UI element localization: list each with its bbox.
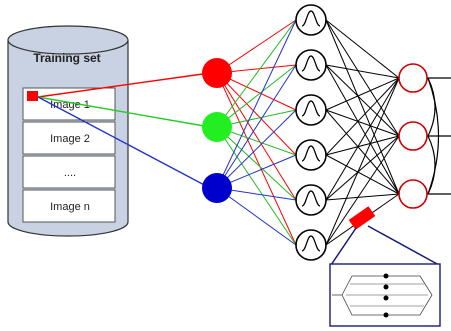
connection-hidden3-output3 <box>325 109 400 195</box>
image-list: Image 1 Image 2 .... Image n <box>22 87 116 223</box>
connection-hidden3-output2 <box>325 109 400 137</box>
connection-input2-hidden6 <box>216 126 297 246</box>
output-layer <box>398 63 428 209</box>
hidden-node-circle <box>295 229 327 261</box>
output-node-3 <box>398 179 428 209</box>
inset-dot-2 <box>383 284 389 290</box>
cylinder-top <box>7 25 129 55</box>
connection-hidden4-output3 <box>325 154 400 195</box>
hidden-node-3 <box>295 94 327 126</box>
connection-input1-hidden1 <box>216 19 297 74</box>
image-label-3: .... <box>64 167 76 179</box>
connection-hidden1-output1 <box>325 19 400 79</box>
selected-patch-marker <box>27 91 38 101</box>
output-node-1 <box>398 63 428 93</box>
output-arcs <box>427 77 440 195</box>
inset-detail <box>329 263 441 327</box>
inset-dot-1 <box>383 273 389 279</box>
image-label-2: Image 2 <box>50 133 90 145</box>
image-label-4: Image n <box>50 201 90 213</box>
output-node-2 <box>398 121 428 151</box>
connection-hidden2-output3 <box>325 64 400 195</box>
connection-hidden4-output1 <box>325 77 400 156</box>
output-arc-outer <box>427 77 440 195</box>
connection-hidden2-output2 <box>325 64 400 137</box>
gaussian-curve-icon <box>301 55 321 72</box>
input-layer <box>202 58 232 203</box>
connection-hidden6-output1 <box>325 77 400 246</box>
zoom-line-right <box>367 225 440 266</box>
connection-input2-hidden1 <box>216 19 297 128</box>
connection-hidden2-output1 <box>325 64 400 79</box>
connection-hidden3-output1 <box>325 77 400 111</box>
connection-input2-hidden2 <box>216 64 297 128</box>
hidden-layer <box>295 4 327 261</box>
input-to-hidden-connections <box>216 19 297 246</box>
connection-hidden5-output1 <box>325 77 400 201</box>
green-feed-line <box>37 96 211 128</box>
connection-input3-hidden2 <box>216 64 297 189</box>
connection-hidden5-output3 <box>325 193 400 201</box>
input-node-blue <box>202 173 232 203</box>
input-node-green <box>202 112 232 142</box>
red-feed-line <box>37 72 211 98</box>
connection-hidden4-output2 <box>325 135 400 156</box>
training-set-title: Training set <box>33 51 100 65</box>
hidden-node-1 <box>295 4 327 36</box>
hidden-node-circle <box>295 4 327 36</box>
hidden-node-5 <box>295 184 327 216</box>
input-node-red <box>202 58 232 88</box>
hidden-node-6 <box>295 229 327 261</box>
connection-input1-hidden5 <box>216 72 297 201</box>
hidden-node-circle <box>295 94 327 126</box>
selected-weight-marker <box>348 206 376 230</box>
hidden-node-4 <box>295 139 327 171</box>
hidden-node-circle <box>295 139 327 171</box>
zoom-line-left <box>330 227 357 266</box>
connection-input1-hidden6 <box>216 72 297 246</box>
connection-input3-hidden3 <box>216 109 297 189</box>
inset-dot-3 <box>383 295 389 301</box>
image-to-input-lines <box>37 72 211 189</box>
connection-input2-hidden5 <box>216 126 297 201</box>
connection-hidden1-output2 <box>325 19 400 137</box>
output-arc-inner <box>427 77 436 137</box>
image-box-3 <box>22 155 116 189</box>
hidden-node-circle <box>295 184 327 216</box>
gaussian-curve-icon <box>301 235 321 252</box>
gaussian-curve-icon <box>301 190 321 207</box>
blue-feed-line <box>37 96 211 189</box>
gaussian-curve-icon <box>301 145 321 162</box>
image-box-4 <box>22 189 116 223</box>
gaussian-curve-icon <box>301 10 321 27</box>
zoom-lines <box>330 225 440 266</box>
image-box-2 <box>22 121 116 155</box>
connection-hidden1-output3 <box>325 19 400 195</box>
connection-input3-hidden6 <box>216 187 297 246</box>
connection-hidden5-output2 <box>325 135 400 201</box>
connection-input1-hidden4 <box>216 72 297 156</box>
inset-dot-4 <box>383 312 389 318</box>
hidden-node-circle <box>295 49 327 81</box>
inset-outline <box>341 275 433 316</box>
hidden-node-2 <box>295 49 327 81</box>
output-arc-lower <box>427 135 436 195</box>
connection-input3-hidden1 <box>216 19 297 189</box>
gaussian-curve-icon <box>301 100 321 117</box>
connection-hidden6-output2 <box>325 135 400 246</box>
